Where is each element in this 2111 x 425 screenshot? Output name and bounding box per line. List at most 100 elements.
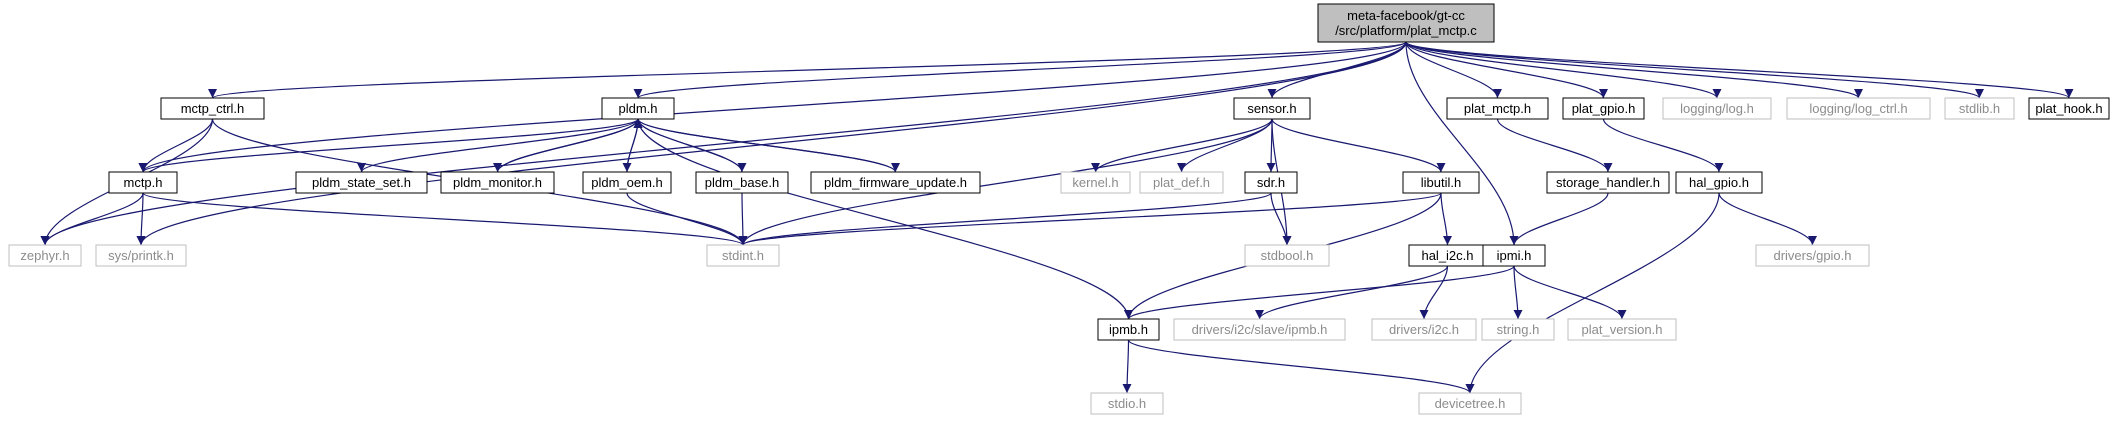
node-stdio: stdio.h	[1090, 392, 1164, 415]
node-mctp-ctrl[interactable]: mctp_ctrl.h	[160, 97, 265, 120]
node-ipmb[interactable]: ipmb.h	[1097, 318, 1160, 341]
edge-sensor-to-plat_def	[1177, 118, 1273, 173]
node-label: drivers/gpio.h	[1773, 248, 1851, 263]
node-hal-gpio[interactable]: hal_gpio.h	[1675, 171, 1763, 194]
node-label: plat_version.h	[1582, 322, 1663, 337]
edge-libutil-to-hal_i2c	[1440, 192, 1452, 246]
node-drivers-gpio: drivers/gpio.h	[1755, 244, 1870, 267]
edge-root-to-ipmi	[1405, 41, 1519, 246]
node-stdbool: stdbool.h	[1244, 244, 1330, 267]
edge-ipmi-to-string	[1513, 265, 1523, 320]
node-label: ipmi.h	[1497, 248, 1532, 263]
node-box	[2028, 97, 2110, 120]
node-box	[1097, 318, 1160, 341]
edge-sensor-to-libutil	[1271, 118, 1446, 173]
node-label: logging/log_ctrl.h	[1809, 101, 1907, 116]
node-label: drivers/i2c/slave/ipmb.h	[1192, 322, 1328, 337]
node-storage[interactable]: storage_handler.h	[1546, 171, 1670, 194]
node-box	[1546, 171, 1670, 194]
node-label: pldm_base.h	[705, 175, 779, 190]
node-box	[1371, 318, 1477, 341]
node-string: string.h	[1481, 318, 1555, 341]
node-root[interactable]: meta-facebook/gt-cc/src/platform/plat_mc…	[1317, 3, 1495, 43]
node-sdr[interactable]: sdr.h	[1244, 171, 1298, 194]
node-mctp[interactable]: mctp.h	[108, 171, 178, 194]
node-pldm-oem[interactable]: pldm_oem.h	[582, 171, 672, 194]
edge-root-to-pldm	[633, 41, 1407, 99]
node-label: string.h	[1497, 322, 1540, 337]
node-label: stdbool.h	[1261, 248, 1314, 263]
node-plat-def: plat_def.h	[1139, 171, 1224, 194]
node-ipmi[interactable]: ipmi.h	[1482, 244, 1546, 267]
node-plat-mctp[interactable]: plat_mctp.h	[1446, 97, 1549, 120]
node-pldm-fw[interactable]: pldm_firmware_update.h	[810, 171, 981, 194]
node-hal-i2c[interactable]: hal_i2c.h	[1408, 244, 1487, 267]
edge-mctp-to-zephyr	[40, 192, 144, 246]
node-sensor[interactable]: sensor.h	[1233, 97, 1311, 120]
node-printk: sys/printk.h	[95, 244, 187, 267]
node-label: ipmb.h	[1109, 322, 1148, 337]
node-label: sensor.h	[1247, 101, 1296, 116]
node-label: storage_handler.h	[1556, 175, 1660, 190]
node-libutil[interactable]: libutil.h	[1402, 171, 1480, 194]
edge-pldm-to-pldm_state_set	[357, 118, 639, 173]
node-box	[1755, 244, 1870, 267]
node-box	[706, 244, 780, 267]
node-plat-version: plat_version.h	[1567, 318, 1677, 341]
node-label: devicetree.h	[1435, 396, 1506, 411]
edge-root-to-log	[1405, 41, 1722, 99]
node-label: pldm_firmware_update.h	[824, 175, 967, 190]
node-box	[1567, 318, 1677, 341]
edge-pldm-to-ipmb	[637, 118, 1133, 320]
node-box	[1060, 171, 1131, 194]
node-box	[440, 171, 555, 194]
edge-mctp-to-stdint	[142, 192, 748, 246]
node-box	[1481, 318, 1555, 341]
node-pldm[interactable]: pldm.h	[601, 97, 675, 120]
edge-root-to-plat_gpio	[1405, 41, 1608, 99]
node-kernel: kernel.h	[1060, 171, 1131, 194]
node-label: meta-facebook/gt-cc	[1347, 8, 1465, 23]
node-label: plat_def.h	[1153, 175, 1210, 190]
node-label: logging/log.h	[1680, 101, 1754, 116]
edge-hal_i2c-to-i2c_slave_ipmb	[1255, 265, 1449, 320]
node-label: mctp_ctrl.h	[181, 101, 245, 116]
edge-sdr-to-stdint	[738, 192, 1272, 246]
node-box	[601, 97, 675, 120]
node-pldm-state-set[interactable]: pldm_state_set.h	[295, 171, 428, 194]
file-nodes: meta-facebook/gt-cc/src/platform/plat_mc…	[8, 3, 2110, 415]
edge-libutil-to-stdint	[738, 192, 1442, 246]
dependency-edges	[40, 41, 2074, 394]
node-box	[295, 171, 428, 194]
edge-root-to-plat_mctp	[1405, 41, 1502, 99]
node-label: pldm_monitor.h	[453, 175, 542, 190]
node-box	[1402, 171, 1480, 194]
edge-hal_i2c-to-drivers_i2c	[1419, 265, 1449, 320]
edge-ipmb-to-stdio	[1122, 339, 1132, 394]
node-box	[1090, 392, 1164, 415]
node-box	[1233, 97, 1311, 120]
node-label: kernel.h	[1072, 175, 1118, 190]
node-label: pldm.h	[618, 101, 657, 116]
node-box	[160, 97, 265, 120]
node-pldm-monitor[interactable]: pldm_monitor.h	[440, 171, 555, 194]
node-drivers-i2c: drivers/i2c.h	[1371, 318, 1477, 341]
node-plat-gpio[interactable]: plat_gpio.h	[1562, 97, 1645, 120]
node-label: hal_gpio.h	[1689, 175, 1749, 190]
node-log: logging/log.h	[1662, 97, 1772, 120]
node-label: mctp.h	[123, 175, 162, 190]
node-box	[1675, 171, 1763, 194]
node-plat-hook[interactable]: plat_hook.h	[2028, 97, 2110, 120]
edge-ipmb-to-devicetree	[1127, 339, 1475, 394]
node-label: plat_gpio.h	[1572, 101, 1636, 116]
node-pldm-base[interactable]: pldm_base.h	[695, 171, 789, 194]
edge-pldm_monitor-to-pldm	[496, 118, 643, 173]
edge-hal_gpio-to-devicetree	[1465, 192, 1720, 394]
node-box	[1562, 97, 1645, 120]
node-log-ctrl: logging/log_ctrl.h	[1786, 97, 1931, 120]
node-box	[1446, 97, 1549, 120]
node-zephyr: zephyr.h	[8, 244, 82, 267]
node-box	[1662, 97, 1772, 120]
node-box	[1786, 97, 1931, 120]
